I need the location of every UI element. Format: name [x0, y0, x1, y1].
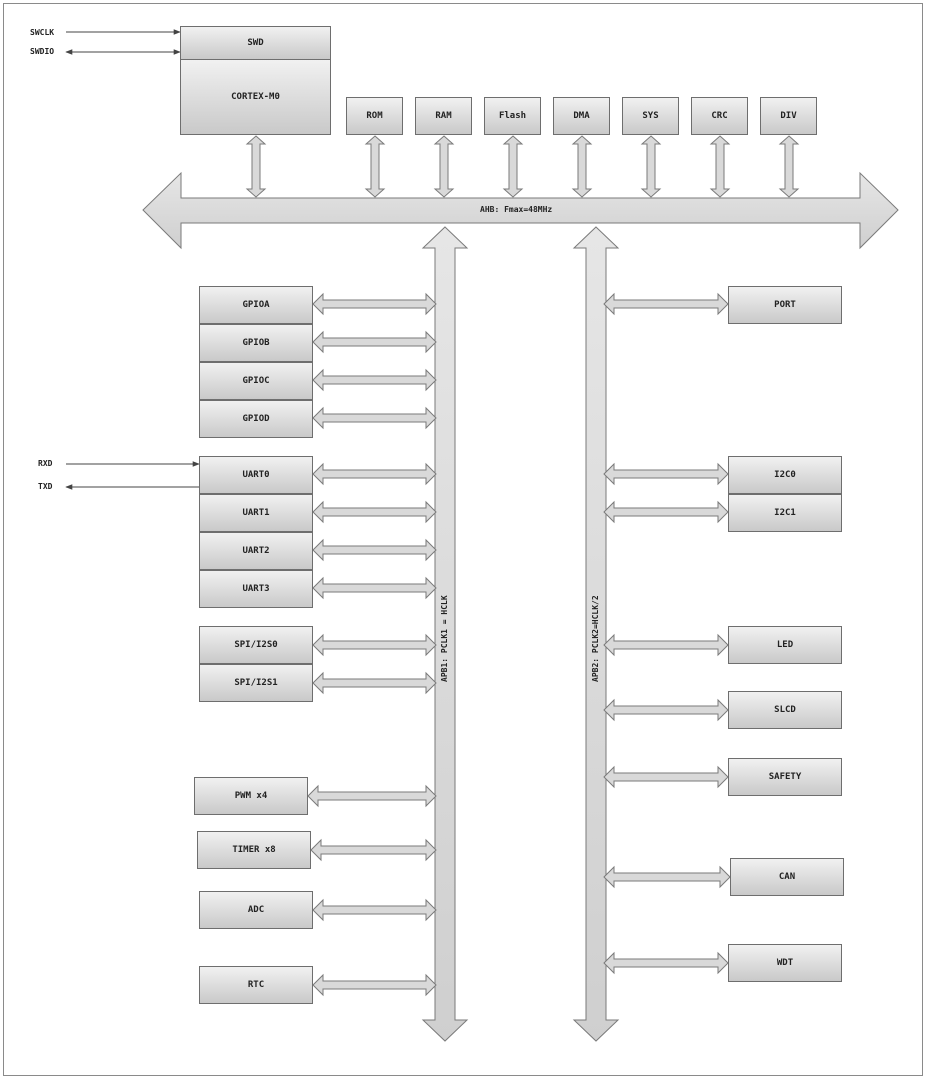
spi-i2s1-block: SPI/I2S1	[199, 664, 313, 702]
apb1-link-arrow-13	[312, 973, 437, 997]
timer-block: TIMER x8	[197, 831, 311, 869]
apb1-link-arrow-9	[312, 671, 437, 695]
txd-label: TXD	[38, 482, 53, 491]
ahb-bus-arrow	[142, 171, 899, 250]
apb1-link-arrow-4	[312, 462, 437, 486]
dma-block: DMA	[553, 97, 610, 135]
apb2-link-arrow-4	[603, 698, 729, 722]
swd-block: SWD	[180, 26, 331, 60]
slcd-block: SLCD	[728, 691, 842, 729]
uart2-block: UART2	[199, 532, 313, 570]
apb2-bus-arrow	[572, 226, 620, 1042]
ahb-link-arrow-2	[502, 135, 524, 198]
cortex-m0-block: CORTEX-M0	[180, 59, 331, 135]
gpioc-block: GPIOC	[199, 362, 313, 400]
gpiob-block: GPIOB	[199, 324, 313, 362]
apb1-bus-arrow	[421, 226, 469, 1042]
ahb-vertical-links	[245, 135, 800, 198]
apb-horizontal-links	[307, 292, 731, 997]
flash-block: Flash	[484, 97, 541, 135]
pwm-block: PWM x4	[194, 777, 308, 815]
diagram-frame	[3, 3, 923, 1076]
rtc-block: RTC	[199, 966, 313, 1004]
apb2-link-arrow-3	[603, 633, 729, 657]
wdt-block: WDT	[728, 944, 842, 982]
apb2-link-arrow-6	[603, 865, 731, 889]
cortex-ahb-link-arrow	[245, 135, 267, 198]
i2c1-block: I2C1	[728, 494, 842, 532]
sys-block: SYS	[622, 97, 679, 135]
ahb-link-arrow-4	[640, 135, 662, 198]
apb1-link-arrow-7	[312, 576, 437, 600]
adc-block: ADC	[199, 891, 313, 929]
apb2-link-arrow-0	[603, 292, 729, 316]
ram-block: RAM	[415, 97, 472, 135]
gpioa-block: GPIOA	[199, 286, 313, 324]
port-block: PORT	[728, 286, 842, 324]
apb1-link-arrow-6	[312, 538, 437, 562]
apb1-link-arrow-5	[312, 500, 437, 524]
i2c0-block: I2C0	[728, 456, 842, 494]
apb1-link-arrow-0	[312, 292, 437, 316]
apb1-bus-label: APB1: PCLK1 = HCLK	[440, 595, 449, 682]
apb1-link-arrow-1	[312, 330, 437, 354]
uart3-block: UART3	[199, 570, 313, 608]
apb1-link-arrow-2	[312, 368, 437, 392]
can-block: CAN	[730, 858, 844, 896]
apb1-link-arrow-3	[312, 406, 437, 430]
ahb-link-arrow-3	[571, 135, 593, 198]
rom-block: ROM	[346, 97, 403, 135]
apb2-bus-label: APB2: PCLK2=HCLK/2	[591, 595, 600, 682]
ahb-link-arrow-1	[433, 135, 455, 198]
apb1-link-arrow-11	[310, 838, 437, 862]
swdio-label: SWDIO	[30, 47, 55, 56]
swclk-label: SWCLK	[30, 28, 55, 37]
gpiod-block: GPIOD	[199, 400, 313, 438]
apb1-link-arrow-10	[307, 784, 437, 808]
rxd-label: RXD	[38, 459, 53, 468]
uart0-block: UART0	[199, 456, 313, 494]
led-block: LED	[728, 626, 842, 664]
apb1-link-arrow-12	[312, 898, 437, 922]
apb2-link-arrow-7	[603, 951, 729, 975]
ahb-link-arrow-6	[778, 135, 800, 198]
apb1-link-arrow-8	[312, 633, 437, 657]
safety-block: SAFETY	[728, 758, 842, 796]
crc-block: CRC	[691, 97, 748, 135]
apb2-link-arrow-5	[603, 765, 729, 789]
ahb-link-arrow-5	[709, 135, 731, 198]
div-block: DIV	[760, 97, 817, 135]
apb2-link-arrow-1	[603, 462, 729, 486]
apb2-link-arrow-2	[603, 500, 729, 524]
uart1-block: UART1	[199, 494, 313, 532]
ahb-bus-label: AHB: Fmax=48MHz	[480, 205, 553, 214]
ahb-link-arrow-0	[364, 135, 386, 198]
spi-i2s0-block: SPI/I2S0	[199, 626, 313, 664]
